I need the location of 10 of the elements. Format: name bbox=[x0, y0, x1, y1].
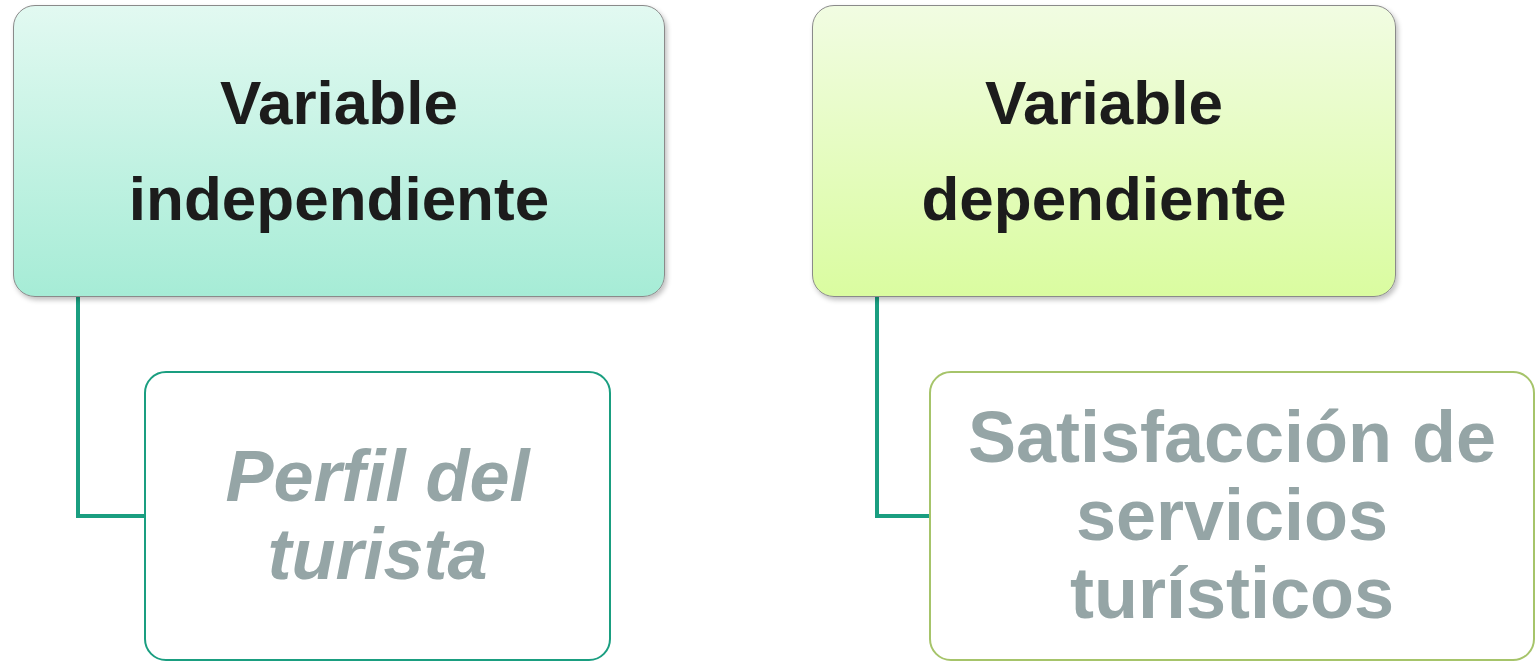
heading-box bbox=[13, 5, 665, 297]
content-text: Satisfacción de servicios turísticos bbox=[966, 399, 1498, 633]
content-text: Perfil del turista bbox=[224, 438, 532, 594]
heading-text: Variable independiente bbox=[127, 66, 551, 235]
heading-text: Variable dependiente bbox=[920, 66, 1288, 235]
connector-line bbox=[76, 297, 144, 518]
content-box bbox=[144, 371, 611, 661]
content-box bbox=[929, 371, 1535, 661]
connector-line bbox=[875, 297, 929, 518]
heading-box bbox=[812, 5, 1396, 297]
